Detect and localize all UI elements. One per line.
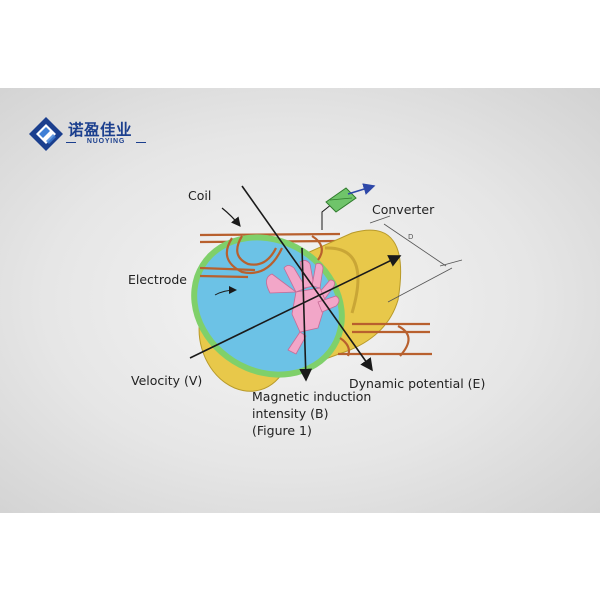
electrode-pointer — [214, 286, 237, 296]
pipe-inner-edge — [324, 246, 360, 314]
velocity-label: Velocity (V) — [131, 373, 203, 388]
output-signal-arrow — [347, 183, 376, 195]
magnetic-axis-line — [299, 247, 313, 382]
dynamic-potential-label: Dynamic potential (E) — [349, 376, 486, 391]
coil-label: Coil — [188, 188, 212, 203]
flowmeter-diagram — [189, 183, 463, 392]
figure-caption: Magnetic induction intensity (B) (Figure… — [252, 388, 371, 439]
brand-logo: 诺盈佳业 NUOYING — [28, 116, 198, 156]
coil-front — [199, 235, 432, 357]
converter-lead — [321, 203, 333, 230]
coil-pointer — [221, 207, 241, 227]
right-hand-icon — [266, 260, 340, 355]
brand-name-english: NUOYING — [66, 138, 146, 145]
electrode-label: Electrode — [128, 272, 187, 287]
diameter-dimension — [369, 215, 463, 303]
figure-number-label: (Figure 1) — [252, 423, 312, 438]
velocity-axis-line — [189, 255, 402, 359]
magnetic-induction-label-line1: Magnetic induction — [252, 389, 372, 404]
brand-name-chinese: 诺盈佳业 — [68, 121, 133, 139]
diagram-panel: 诺盈佳业 NUOYING — [0, 88, 600, 513]
magnetic-induction-label-line2: intensity (B) — [252, 406, 329, 421]
potential-axis-line — [241, 185, 373, 372]
diameter-label: D — [408, 233, 414, 241]
converter-label: Converter — [372, 202, 435, 217]
nuoying-logo-icon — [29, 117, 63, 151]
converter-box-diagonal — [329, 197, 353, 201]
